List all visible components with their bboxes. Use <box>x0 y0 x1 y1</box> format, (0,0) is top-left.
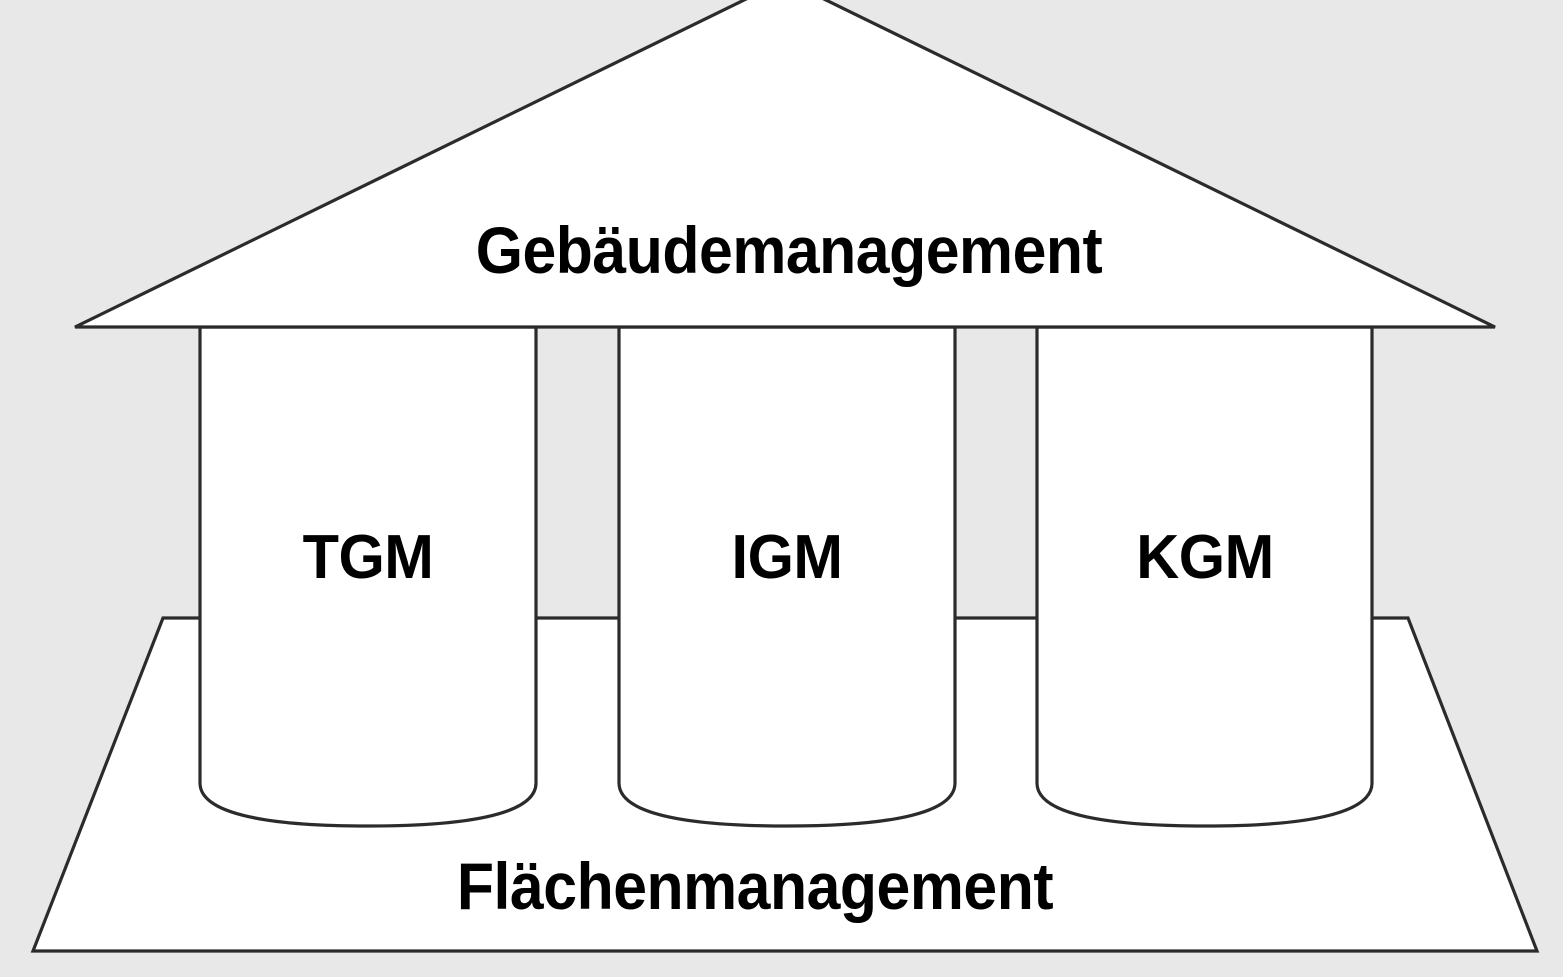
pillar-shape-tgm <box>198 325 538 828</box>
roof-gable-shape <box>74 0 1496 329</box>
pillar-label-kgm: KGM <box>1136 523 1274 592</box>
pillar-shape-kgm <box>1035 325 1374 828</box>
base-label: Flächenmanagement <box>456 849 1054 923</box>
pillar-label-igm: IGM <box>731 523 843 592</box>
pillar-label-tgm: TGM <box>302 523 434 592</box>
roof-label: Gebäudemanagement <box>475 213 1103 287</box>
pillar-shape-igm <box>617 325 957 828</box>
